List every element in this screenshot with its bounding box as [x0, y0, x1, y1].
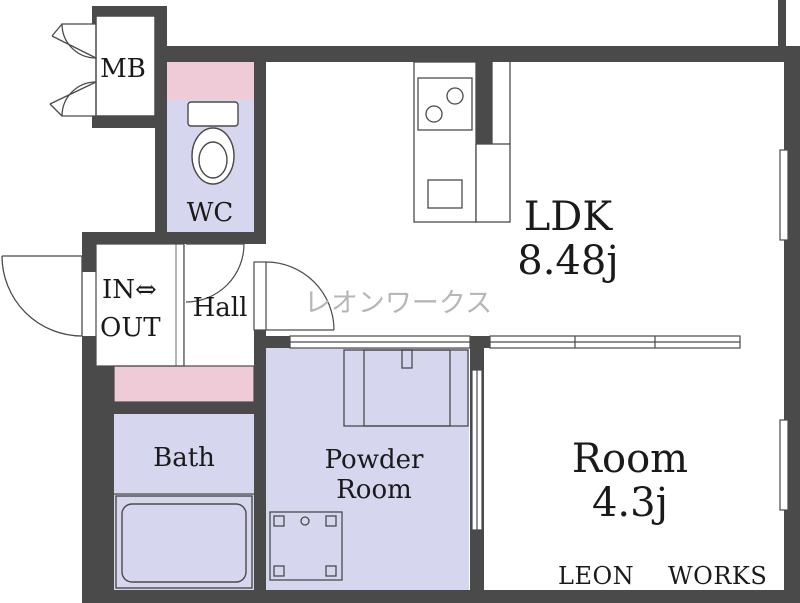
- wall-wc-left: [155, 46, 167, 236]
- bath-room: Bath: [114, 443, 254, 589]
- bath-floor: [114, 414, 254, 592]
- brand-mark: LEON WORKS: [558, 562, 767, 590]
- wall-mb-top: [92, 6, 167, 16]
- western-room: Room 4.3j: [471, 369, 789, 531]
- floor-fills: [114, 60, 784, 592]
- mb-box: [95, 15, 156, 117]
- powder-label-line1: Powder: [325, 445, 424, 475]
- wall-right: [784, 46, 800, 603]
- toilet-icon: [187, 101, 239, 185]
- powder-label-line2: Room: [336, 475, 412, 505]
- room-window-right: [779, 419, 789, 511]
- wc-room: WC: [187, 101, 239, 228]
- entrance-floor: [95, 243, 185, 367]
- wall-bath-right: [254, 402, 266, 602]
- wall-top-right-stub: [778, 0, 786, 62]
- stove-icon: [417, 77, 473, 131]
- wall-wc-right: [254, 46, 266, 242]
- wall-top: [155, 46, 784, 62]
- hall-label: Hall: [193, 293, 248, 323]
- entrance-label-line1: IN⇔: [102, 275, 157, 305]
- room-label: Room: [572, 436, 688, 482]
- walls: [82, 0, 800, 603]
- mb-label: MB: [100, 54, 146, 84]
- wc-label: WC: [187, 198, 234, 228]
- ldk-room: LDK 8.48j レオンワークス: [289, 61, 789, 349]
- wc-pink-strip: [167, 62, 254, 100]
- hall-bottom-frame: [113, 365, 255, 403]
- ldk-door-icon: [253, 261, 335, 331]
- sink-icon: [343, 349, 469, 427]
- watermark-text: レオンワークス: [304, 288, 492, 319]
- room-size: 4.3j: [592, 480, 668, 526]
- entrance-label-line2: OUT: [100, 313, 161, 343]
- wall-bottom: [82, 590, 800, 603]
- ldk-bottom-sliding-door: [289, 335, 741, 349]
- wall-kitchen-partition: [476, 60, 492, 144]
- powder-room-floor: [266, 348, 469, 592]
- wall-bath-top: [114, 402, 266, 414]
- mb-closet: MB: [49, 15, 156, 117]
- ldk-floor: [264, 60, 784, 338]
- wall-ldk-bottom-left: [254, 336, 294, 348]
- wall-hall-right: [254, 330, 266, 414]
- room-floor: [484, 348, 784, 592]
- entry-door-icon: [1, 255, 83, 337]
- entrance-hall: IN⇔ OUT Hall: [1, 243, 335, 403]
- hall-pink-strip: [114, 366, 254, 402]
- wall-mb-left-stub: [92, 6, 98, 24]
- bath-label: Bath: [153, 443, 215, 473]
- kitchen-counter-icon: [413, 61, 511, 223]
- ldk-window-right: [779, 149, 789, 241]
- mb-door-icon: [49, 23, 97, 117]
- ldk-label: LDK: [524, 194, 614, 240]
- washing-machine-icon: [269, 511, 343, 581]
- brand-right: WORKS: [668, 562, 767, 590]
- hall-floor: [184, 244, 254, 366]
- wall-wc-bottom: [82, 232, 266, 244]
- ldk-size: 8.48j: [517, 238, 618, 284]
- powder-room: Powder Room: [269, 349, 469, 581]
- brand-left: LEON: [558, 562, 634, 590]
- wc-door-icon: [185, 243, 245, 303]
- room-door-icon: [471, 369, 483, 531]
- bathtub-icon: [115, 495, 253, 589]
- wall-mb-bottom: [92, 116, 167, 128]
- wall-left-lower: [82, 336, 114, 603]
